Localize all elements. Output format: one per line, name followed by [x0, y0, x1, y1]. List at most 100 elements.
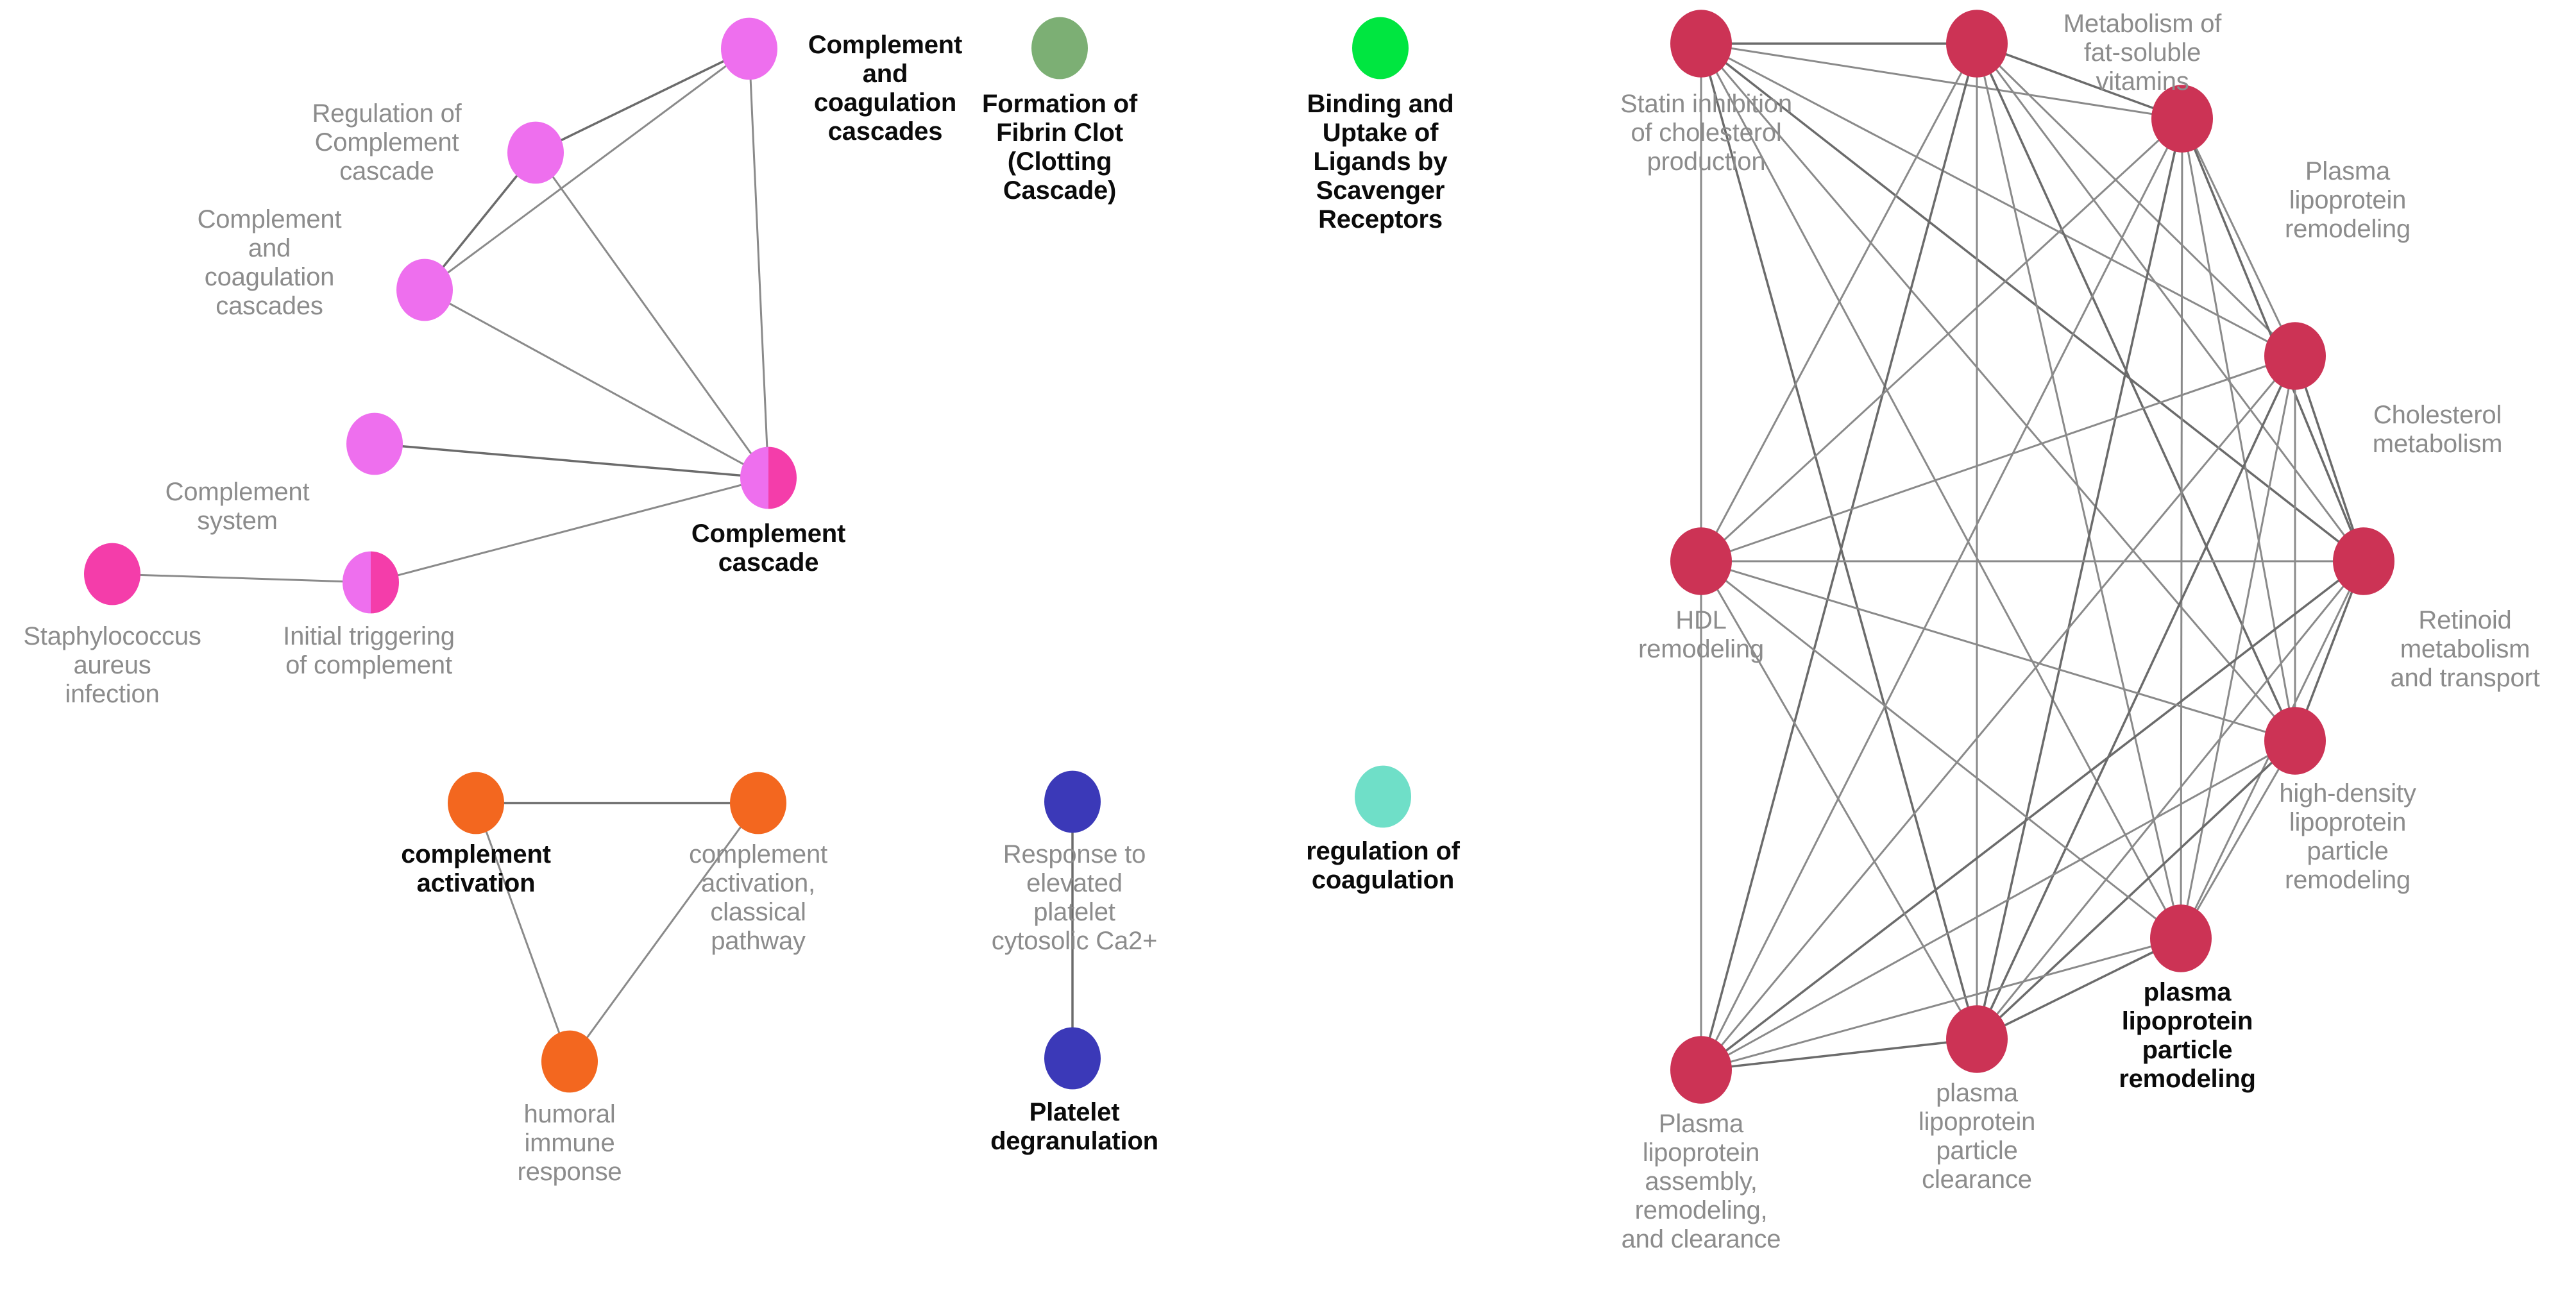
network-node[interactable]: [1044, 770, 1101, 833]
node-circle: [1670, 1036, 1732, 1104]
node-label: complement activation, classical pathway: [689, 840, 827, 955]
network-edge: [1700, 560, 2365, 1071]
network-node[interactable]: [1352, 17, 1409, 80]
network-edge: [370, 477, 769, 584]
node-label: Initial triggering of complement: [283, 622, 455, 679]
node-label: Response to elevated platelet cytosolic …: [991, 840, 1158, 955]
node-label: Platelet degranulation: [990, 1098, 1158, 1155]
node-label: Binding and Uptake of Ligands by Scaveng…: [1307, 90, 1454, 233]
node-circle: [84, 543, 140, 605]
network-edge: [1700, 42, 2183, 120]
network-edge: [112, 573, 371, 584]
network-node[interactable]: [721, 17, 777, 80]
node-label: plasma lipoprotein particle clearance: [1918, 1079, 2036, 1194]
network-node[interactable]: [1031, 17, 1088, 80]
node-label: Complement cascade: [691, 520, 846, 577]
network-edge: [475, 802, 571, 1062]
network-node[interactable]: [1946, 10, 2008, 78]
network-node[interactable]: [507, 121, 564, 184]
network-edge: [1700, 740, 2296, 1071]
network-edge: [1700, 937, 2182, 1071]
network-edge: [1976, 561, 2365, 1040]
network-edge: [1700, 42, 2296, 357]
network-edge: [1700, 43, 1978, 562]
network-node[interactable]: [1044, 1027, 1101, 1090]
network-edge: [374, 443, 769, 479]
network-node[interactable]: [1670, 527, 1732, 595]
network-node[interactable]: [2264, 707, 2326, 775]
node-label: plasma lipoprotein particle remodeling: [2119, 978, 2256, 1093]
network-edge: [1976, 42, 2183, 120]
network-edge: [2180, 740, 2296, 939]
node-half-right: [371, 551, 399, 614]
node-label: complement activation: [401, 840, 551, 897]
network-edge: [1700, 1038, 1978, 1071]
network-edge: [1700, 43, 1978, 1040]
network-edge: [1700, 118, 2183, 1071]
network-edge: [1976, 355, 2296, 1040]
network-node[interactable]: [1355, 765, 1411, 828]
network-edge: [748, 48, 770, 478]
network-edge: [1700, 43, 1978, 1071]
node-circle: [1031, 17, 1088, 80]
network-edge: [1976, 42, 2296, 357]
network-edge: [2180, 355, 2296, 939]
node-circle: [1355, 765, 1411, 828]
network-node[interactable]: [343, 548, 399, 616]
node-circle: [1946, 10, 2008, 78]
node-label: Staphylococcus aureus infection: [23, 622, 201, 708]
node-label: HDL remodeling: [1638, 606, 1764, 663]
network-node[interactable]: [1946, 1005, 2008, 1073]
network-edge: [1976, 43, 2182, 939]
node-half-right: [768, 446, 797, 509]
node-label: humoral immune response: [517, 1100, 622, 1186]
network-node[interactable]: [1670, 10, 1732, 78]
node-circle: [2151, 85, 2213, 153]
network-edge: [1700, 560, 2182, 940]
network-edge: [1700, 560, 2296, 742]
network-node[interactable]: [2264, 322, 2326, 390]
node-circle: [1044, 770, 1101, 833]
node-circle: [396, 258, 453, 321]
node-circle: [2333, 527, 2394, 595]
network-edge: [1700, 561, 1978, 1040]
network-edge: [424, 47, 750, 291]
network-node[interactable]: [730, 772, 786, 834]
network-edge: [1976, 740, 2296, 1040]
node-circle: [721, 17, 777, 80]
node-label: Plasma lipoprotein assembly, remodeling,…: [1621, 1110, 1781, 1253]
node-label: Cholesterol metabolism: [2372, 401, 2503, 458]
network-node[interactable]: [541, 1030, 598, 1093]
node-label: regulation of coagulation: [1306, 837, 1460, 894]
node-circle: [730, 772, 786, 834]
node-circle: [1352, 17, 1409, 80]
node-circle: [1044, 1027, 1101, 1090]
network-node[interactable]: [448, 772, 504, 834]
network-node[interactable]: [396, 258, 453, 321]
network-node[interactable]: [2151, 85, 2213, 153]
network-edge: [1700, 43, 2296, 741]
node-circle: [2150, 904, 2212, 972]
network-node[interactable]: [346, 412, 403, 475]
network-node[interactable]: [740, 444, 797, 512]
network-node[interactable]: [2150, 904, 2212, 972]
node-label: Complement and coagulation cascades: [197, 205, 342, 320]
node-label: Formation of Fibrin Clot (Clotting Casca…: [981, 90, 1137, 205]
network-edge: [1976, 937, 2182, 1040]
network-node[interactable]: [84, 543, 140, 605]
node-label: Complement and coagulation cascades: [808, 31, 963, 146]
node-label: high-density lipoprotein particle remode…: [2279, 779, 2416, 894]
node-label: Statin inhibition of cholesterol product…: [1620, 90, 1792, 176]
network-node[interactable]: [1670, 1036, 1732, 1104]
network-edge: [1976, 118, 2183, 1040]
network-edge: [1700, 42, 2365, 563]
node-circle: [1670, 10, 1732, 78]
node-circle: [448, 772, 504, 834]
network-edge: [2181, 118, 2296, 357]
node-circle: [507, 121, 564, 184]
node-half-left: [343, 551, 371, 614]
network-node[interactable]: [2333, 527, 2394, 595]
